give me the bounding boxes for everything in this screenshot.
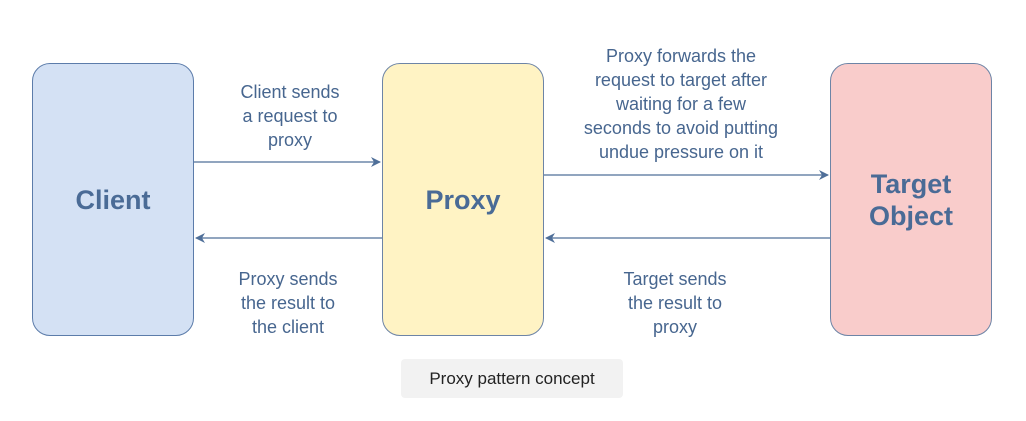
edge-label-proxy-to-target: Proxy forwards the request to target aft… xyxy=(583,46,779,162)
diagram-caption: Proxy pattern concept xyxy=(401,359,623,398)
target-object-node-label: Target Object xyxy=(868,168,954,231)
proxy-node: Proxy xyxy=(382,63,544,336)
edge-label-target-to-proxy: Target sends the result to proxy xyxy=(623,269,727,337)
client-node: Client xyxy=(32,63,194,336)
target-object-node: Target Object xyxy=(830,63,992,336)
edge-label-client-to-proxy: Client sends a request to proxy xyxy=(240,82,340,150)
proxy-node-label: Proxy xyxy=(425,184,501,215)
client-node-label: Client xyxy=(75,184,151,215)
edge-label-proxy-to-client: Proxy sends the result to the client xyxy=(238,269,338,337)
